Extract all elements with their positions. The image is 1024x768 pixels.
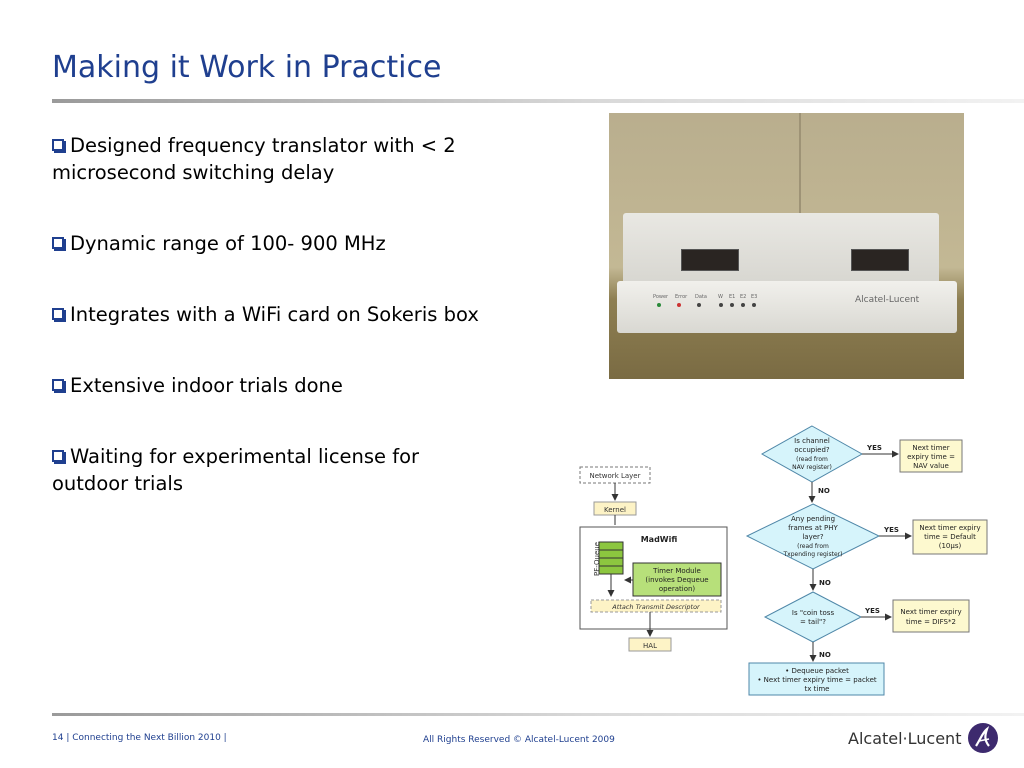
svg-text:Txpending register): Txpending register)	[783, 551, 843, 558]
attach-descriptor-box	[590, 599, 722, 613]
svg-text:(read from: (read from	[797, 543, 829, 550]
svg-text:NAV value: NAV value	[913, 462, 949, 470]
flowchart-diagram: Network Layer Kernel MadWifi PF-Queue Ti…	[579, 425, 988, 696]
decision-channel-occupied	[760, 425, 864, 483]
led-label: Power	[653, 294, 669, 300]
slide-title: Making it Work in Practice	[52, 50, 442, 85]
result-difs	[892, 599, 970, 633]
title-divider	[52, 99, 1024, 103]
svg-text:Next timer: Next timer	[912, 444, 949, 452]
timer-module-label: (invokes Dequeue	[645, 576, 708, 584]
bullet-item: Integrates with a WiFi card on Sokeris b…	[52, 301, 492, 328]
checkbox-bullet-icon	[52, 450, 64, 462]
bullet-item: Extensive indoor trials done	[52, 372, 492, 399]
svg-text:Next timer expiry: Next timer expiry	[900, 608, 961, 616]
timer-module-label: Timer Module	[652, 567, 701, 575]
checkbox-bullet-icon	[52, 139, 64, 151]
dequeue-action-box	[748, 662, 885, 696]
yes-label: YES	[883, 526, 899, 534]
led-label: W	[718, 294, 723, 300]
svg-text:• Dequeue packet: • Dequeue packet	[785, 667, 849, 675]
svg-text:layer?: layer?	[802, 533, 824, 541]
svg-text:time = DIFS*2: time = DIFS*2	[906, 618, 956, 626]
led-label: E1	[729, 294, 735, 300]
led-label: Data	[695, 294, 707, 300]
hal-label: HAL	[643, 642, 657, 650]
result-nav-value	[899, 439, 963, 473]
hardware-photo: Power Error Data W E1 E2 E3 Alcatel-Luce…	[609, 113, 964, 379]
svg-text:occupied?: occupied?	[794, 446, 830, 454]
bullet-item: Designed frequency translator with < 2 m…	[52, 134, 456, 184]
no-label: NO	[819, 651, 831, 659]
led-label: E3	[751, 294, 757, 300]
alcatel-lucent-logo-icon	[968, 723, 999, 753]
no-label: NO	[819, 579, 831, 587]
pf-queue-label: PF-Queue	[593, 542, 601, 576]
svg-text:Next timer expiry: Next timer expiry	[919, 524, 980, 532]
result-default	[912, 519, 988, 555]
footer-copyright: All Rights Reserved © Alcatel-Lucent 200…	[423, 735, 615, 745]
svg-text:(read from: (read from	[796, 456, 828, 463]
kernel-label: Kernel	[604, 506, 626, 514]
alcatel-lucent-logo: Alcatel·Lucent	[848, 722, 999, 754]
footer-divider	[52, 713, 1024, 716]
svg-text:expiry time =: expiry time =	[907, 453, 955, 461]
attach-descriptor-label: Attach Transmit Descriptor	[611, 603, 701, 611]
svg-text:= tail"?: = tail"?	[800, 618, 826, 626]
yes-label: YES	[864, 607, 880, 615]
svg-text:time = Default: time = Default	[924, 533, 976, 541]
footer-page-info: 14 | Connecting the Next Billion 2010 |	[52, 733, 227, 743]
logo-text: Alcatel·Lucent	[848, 728, 962, 748]
checkbox-bullet-icon	[52, 237, 64, 249]
svg-text:(10µs): (10µs)	[939, 542, 962, 550]
svg-text:frames at PHY: frames at PHY	[788, 524, 838, 532]
checkbox-bullet-icon	[52, 308, 64, 320]
madwifi-label: MadWifi	[641, 535, 678, 544]
svg-text:NAV register): NAV register)	[792, 464, 832, 471]
decision-coin-toss	[763, 591, 863, 643]
network-layer-label: Network Layer	[590, 472, 641, 480]
sokeris-box: Power Error Data W E1 E2 E3	[617, 281, 957, 333]
bullet-item: Dynamic range of 100- 900 MHz	[52, 230, 492, 257]
photo-brand-label: Alcatel-Lucent	[855, 295, 920, 305]
svg-text:Any pending: Any pending	[791, 515, 835, 523]
checkbox-bullet-icon	[52, 379, 64, 391]
bullet-list: Designed frequency translator with < 2 m…	[52, 132, 492, 541]
hal-box	[628, 637, 672, 652]
timer-module-label: operation)	[659, 585, 696, 593]
no-label: NO	[818, 487, 830, 495]
svg-text:Is channel: Is channel	[794, 437, 830, 445]
timer-module-box	[632, 562, 722, 597]
yes-label: YES	[866, 444, 882, 452]
bullet-item: Waiting for experimental license for out…	[52, 445, 420, 495]
led-label: E2	[740, 294, 746, 300]
led-label: Error	[675, 294, 688, 300]
svg-text:• Next timer expiry time = pac: • Next timer expiry time = packet	[757, 676, 877, 684]
svg-text:tx time: tx time	[805, 685, 830, 693]
svg-text:Is "coin toss: Is "coin toss	[792, 609, 835, 617]
